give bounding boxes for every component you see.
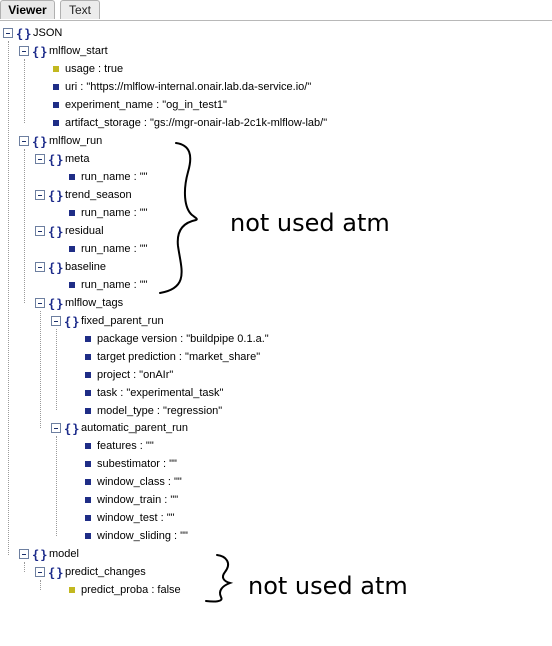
- collapse-toggle-icon[interactable]: [35, 190, 45, 200]
- node-label: trend_season: [65, 189, 132, 201]
- tree-guide: [56, 329, 57, 410]
- collapse-toggle-icon[interactable]: [35, 262, 45, 272]
- object-braces-icon: {}: [32, 45, 49, 59]
- leaf-text: window_test : "": [97, 512, 175, 524]
- tree-guide: [8, 41, 9, 555]
- string-value-icon: [85, 372, 91, 378]
- string-value-icon: [69, 210, 75, 216]
- handwritten-brace-bottom: [205, 554, 234, 603]
- collapse-toggle-icon[interactable]: [35, 154, 45, 164]
- tree-guide: [24, 149, 25, 303]
- leaf-text: subestimator : "": [97, 458, 177, 470]
- object-braces-icon: {}: [48, 153, 65, 167]
- node-label: meta: [65, 153, 90, 165]
- string-value-icon: [53, 120, 59, 126]
- leaf-text: predict_proba : false: [81, 584, 181, 596]
- node-label: mlflow_tags: [65, 297, 124, 309]
- string-value-icon: [53, 102, 59, 108]
- leaf-text: model_type : "regression": [97, 405, 223, 417]
- collapse-toggle-icon[interactable]: [35, 567, 45, 577]
- boolean-value-icon: [69, 587, 75, 593]
- string-value-icon: [69, 174, 75, 180]
- object-braces-icon: {}: [48, 225, 65, 239]
- collapse-toggle-icon[interactable]: [51, 316, 61, 326]
- leaf-text: window_class : "": [97, 476, 182, 488]
- collapse-toggle-icon[interactable]: [35, 226, 45, 236]
- string-value-icon: [85, 515, 91, 521]
- collapse-toggle-icon[interactable]: [3, 28, 13, 38]
- collapse-toggle-icon[interactable]: [35, 298, 45, 308]
- string-value-icon: [85, 354, 91, 360]
- node-label: fixed_parent_run: [81, 315, 164, 327]
- object-braces-icon: {}: [64, 315, 81, 329]
- string-value-icon: [85, 497, 91, 503]
- string-value-icon: [69, 246, 75, 252]
- object-braces-icon: {}: [48, 566, 65, 580]
- string-value-icon: [53, 84, 59, 90]
- annotation-not-used-bottom: not used atm: [248, 572, 408, 600]
- leaf-text: uri : "https://mlflow-internal.onair.lab…: [65, 81, 312, 93]
- node-label: predict_changes: [65, 566, 146, 578]
- tree-guide: [40, 580, 41, 590]
- tab-viewer[interactable]: Viewer: [0, 0, 55, 19]
- node-label: mlflow_start: [49, 45, 108, 57]
- object-braces-icon: {}: [64, 422, 81, 436]
- string-value-icon: [85, 533, 91, 539]
- leaf-text: window_train : "": [97, 494, 179, 506]
- node-label: model: [49, 548, 79, 560]
- collapse-toggle-icon[interactable]: [19, 136, 29, 146]
- object-braces-icon: {}: [48, 261, 65, 275]
- node-label: residual: [65, 225, 104, 237]
- leaf-text: run_name : "": [81, 243, 148, 255]
- object-braces-icon: {}: [16, 27, 33, 41]
- tree-guide: [24, 59, 25, 123]
- tree-guide: [24, 562, 25, 572]
- string-value-icon: [85, 390, 91, 396]
- leaf-text: task : "experimental_task": [97, 387, 224, 399]
- leaf-text: window_sliding : "": [97, 530, 188, 542]
- leaf-text: run_name : "": [81, 207, 148, 219]
- leaf-text: run_name : "": [81, 171, 148, 183]
- leaf-text: features : "": [97, 440, 154, 452]
- handwritten-brace-top: [159, 142, 198, 294]
- leaf-text: target prediction : "market_share": [97, 351, 261, 363]
- string-value-icon: [85, 461, 91, 467]
- string-value-icon: [85, 479, 91, 485]
- tree-guide: [56, 436, 57, 536]
- node-label: mlflow_run: [49, 135, 103, 147]
- leaf-text: experiment_name : "og_in_test1": [65, 99, 227, 111]
- string-value-icon: [69, 282, 75, 288]
- boolean-value-icon: [53, 66, 59, 72]
- leaf-text: package version : "buildpipe 0.1.a.": [97, 333, 269, 345]
- node-label: baseline: [65, 261, 106, 273]
- leaf-text: run_name : "": [81, 279, 148, 291]
- object-braces-icon: {}: [32, 135, 49, 149]
- string-value-icon: [85, 408, 91, 414]
- leaf-text: artifact_storage : "gs://mgr-onair-lab-2…: [65, 117, 328, 129]
- object-braces-icon: {}: [48, 189, 65, 203]
- leaf-text: usage : true: [65, 63, 124, 75]
- leaf-text: project : "onAIr": [97, 369, 174, 381]
- collapse-toggle-icon[interactable]: [19, 46, 29, 56]
- tab-bar: Viewer Text: [0, 0, 552, 21]
- tab-text[interactable]: Text: [60, 0, 100, 19]
- node-label: automatic_parent_run: [81, 422, 189, 434]
- collapse-toggle-icon[interactable]: [19, 549, 29, 559]
- collapse-toggle-icon[interactable]: [51, 423, 61, 433]
- string-value-icon: [85, 443, 91, 449]
- node-label: JSON: [33, 27, 63, 39]
- annotation-not-used-top: not used atm: [230, 209, 390, 237]
- string-value-icon: [85, 336, 91, 342]
- object-braces-icon: {}: [32, 548, 49, 562]
- object-braces-icon: {}: [48, 297, 65, 311]
- tree-guide: [40, 311, 41, 428]
